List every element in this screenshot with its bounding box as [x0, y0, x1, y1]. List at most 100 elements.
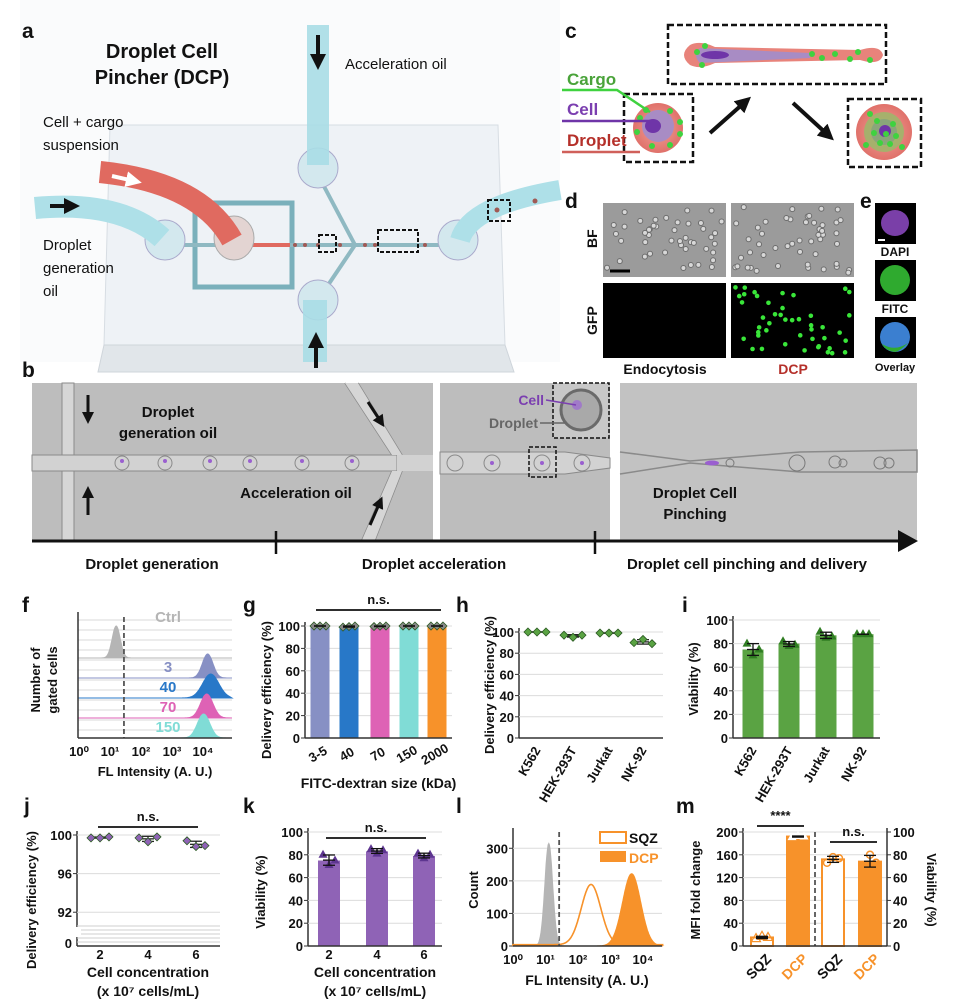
cell-dot	[806, 212, 813, 219]
significance-label: ****	[770, 808, 791, 823]
droplet-generation-oil-label-2: generation oil	[119, 425, 217, 442]
cell-dot	[708, 207, 715, 214]
cell-dot	[827, 346, 832, 351]
cell-dot	[741, 291, 747, 297]
y-tick-label: 100	[281, 825, 303, 840]
histogram-3	[78, 653, 232, 679]
bf-cells	[732, 204, 853, 276]
series-label: 40	[160, 679, 177, 696]
cell-dot	[756, 325, 762, 330]
cell-dot	[712, 230, 719, 237]
x-tick-label: 10⁴	[633, 952, 654, 967]
data-point	[871, 858, 881, 868]
cell-dot	[796, 237, 803, 244]
y-axis-label: Delivery efficiency (%)	[482, 616, 497, 754]
y-axis-label: Count	[466, 871, 481, 909]
data-point	[613, 628, 623, 638]
y-tick-label: 80	[500, 646, 514, 661]
bar-70	[370, 626, 390, 738]
cell-dot	[682, 245, 689, 252]
cell-dot	[738, 254, 745, 261]
data-point	[756, 930, 768, 940]
panel-label-a: a	[22, 20, 34, 43]
inset-cell-label: Cell	[518, 392, 544, 408]
cell-label: Cell	[567, 100, 598, 119]
legend-swatch-dcp	[600, 851, 626, 862]
cell-dot	[778, 312, 783, 318]
significance-label: n.s.	[365, 820, 387, 835]
histogram-40	[78, 673, 234, 699]
cell-dot	[812, 251, 819, 258]
x-axis-label-2: (x 10⁷ cells/mL)	[324, 983, 426, 999]
y-tick-label: 100	[492, 625, 514, 640]
y-tick-label: 20	[500, 710, 514, 725]
significance-label: n.s.	[842, 824, 864, 839]
cell-dot	[783, 317, 788, 322]
x-tick-label: 10³	[601, 952, 620, 967]
histogram-70	[78, 693, 233, 719]
cell-dot	[668, 237, 675, 244]
cell-dot	[733, 285, 738, 290]
cargo-tube	[98, 161, 242, 246]
bar-DCP	[786, 835, 810, 947]
cell-dot	[818, 205, 825, 212]
fitc-cell	[880, 265, 910, 295]
y-tick-label: 80	[714, 637, 728, 652]
y-tick-label: 96	[58, 867, 72, 882]
y-tick-label: 0	[721, 731, 728, 746]
y-tick-label: 0	[731, 939, 738, 954]
cell-dot	[808, 313, 814, 319]
cell-dot	[753, 267, 760, 274]
cell	[208, 459, 212, 463]
y-tick-label: 80	[724, 893, 738, 908]
y-axis-label: Viability (%)	[686, 642, 701, 715]
data-point	[858, 629, 868, 638]
cell-dot	[837, 330, 842, 335]
cell-cargo-label-2: suspension	[43, 137, 119, 154]
cell-dot	[741, 336, 746, 342]
x-axis-label: Cell concentration	[314, 964, 436, 980]
histogram-Ctrl	[78, 625, 232, 659]
bar-SQZ	[821, 858, 845, 947]
acceleration-oil-label: Acceleration oil	[240, 485, 352, 502]
droplet	[483, 454, 501, 472]
nucleus-before	[645, 119, 661, 133]
y-axis-label: Delivery efficiency (%)	[24, 831, 39, 969]
cell-dot	[834, 240, 841, 247]
cell-dot	[815, 231, 822, 238]
gfp-endocytosis-image	[603, 283, 726, 358]
data-point	[859, 861, 869, 871]
dcp-label: DCP	[778, 361, 808, 377]
cell-dot	[845, 269, 852, 276]
panel-label-b: b	[22, 359, 35, 382]
bar-K562	[742, 649, 764, 738]
x-axis-label: FITC-dextran size (kDa)	[301, 775, 457, 791]
arrow-up-right-icon	[368, 496, 384, 526]
pinched-cell	[705, 460, 719, 466]
cell-dot	[621, 223, 628, 230]
cell-dot	[758, 230, 765, 237]
y-tick-label: 20	[289, 916, 303, 931]
cell-dot	[789, 240, 796, 247]
cell-dot	[756, 333, 761, 338]
x-tick-label: 10³	[163, 744, 182, 759]
cell-dot	[797, 248, 804, 255]
y-tick-label: 300	[486, 841, 508, 856]
cell-dot	[685, 220, 692, 227]
data-point	[104, 832, 114, 842]
cargo-pointer-line	[562, 88, 651, 114]
y-tick-label: 20	[714, 707, 728, 722]
cell	[490, 461, 494, 465]
legend-label: SQZ	[629, 830, 658, 846]
cell-dot	[809, 327, 814, 332]
cell-dot	[742, 285, 748, 290]
cell-dot	[676, 238, 683, 245]
data-point	[532, 627, 542, 637]
cell-dot	[647, 250, 654, 257]
x-tick-label: SQZ	[814, 950, 846, 982]
cell-dot	[846, 289, 852, 295]
cell-dot	[762, 218, 769, 225]
x-tick-label: 10¹	[101, 744, 120, 759]
